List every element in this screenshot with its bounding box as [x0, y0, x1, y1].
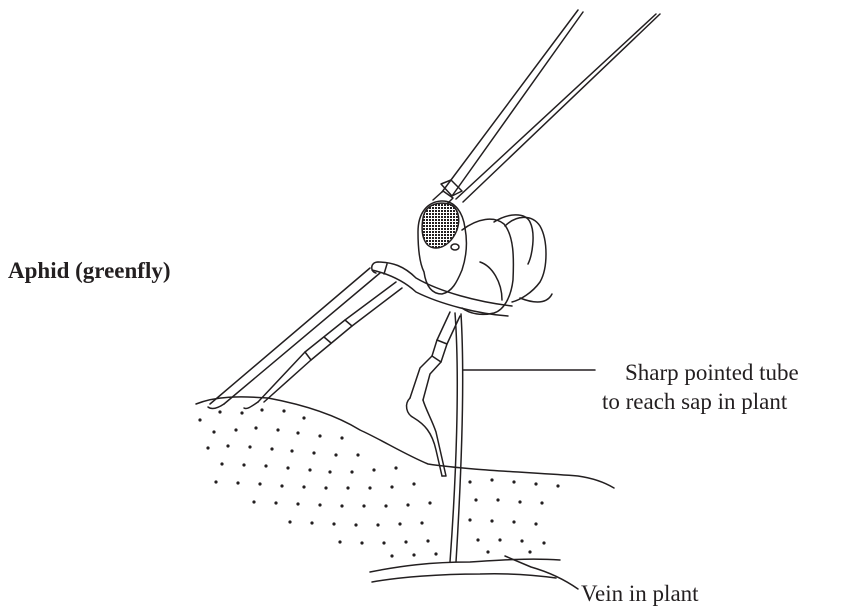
plant-vein [370, 559, 560, 582]
front-leg [208, 262, 512, 408]
hind-leg [407, 312, 460, 476]
stylet-tube [450, 313, 463, 562]
compound-eye [422, 203, 459, 248]
middle-leg [244, 282, 402, 409]
plant-tissue-stipple [198, 408, 559, 557]
antennae [433, 10, 660, 205]
plant-surface-line [196, 397, 614, 488]
vein-pointer-line [505, 556, 578, 589]
diagram-title: Aphid (greenfly) [8, 259, 171, 282]
tube-label-line-2: to reach sap in plant [602, 390, 787, 413]
tube-label-line-1: Sharp pointed tube [625, 361, 799, 384]
vein-label: Vein in plant [581, 582, 699, 605]
